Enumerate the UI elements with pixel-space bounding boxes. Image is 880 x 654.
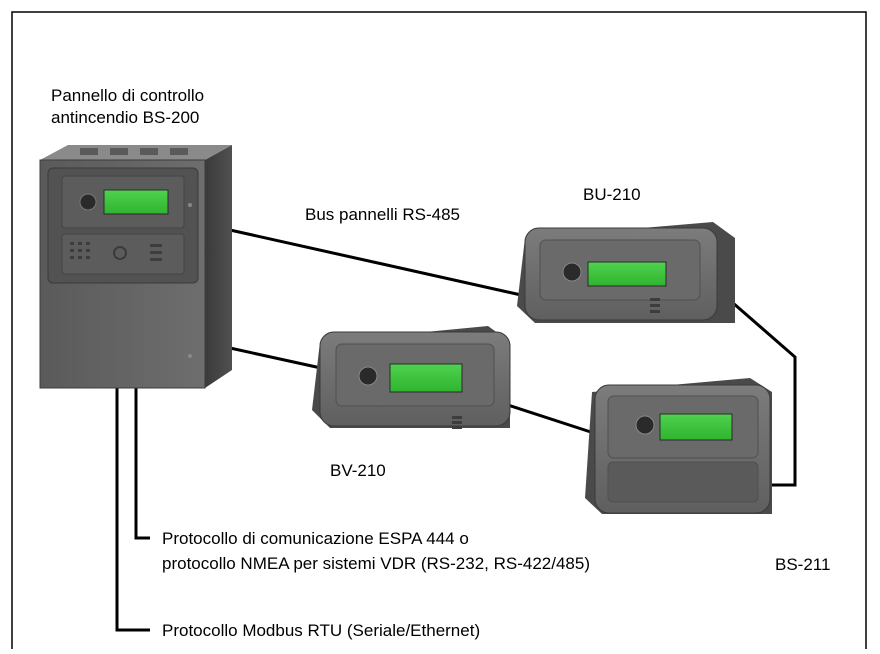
modbus-line <box>115 368 150 632</box>
outer-frame <box>11 11 867 649</box>
main-panel-title-line2: antincendio BS-200 <box>51 108 200 127</box>
cabinet-keypad-icon <box>70 242 90 259</box>
bus-label: Bus pannelli RS-485 <box>305 205 460 224</box>
bv210-lcd-screen <box>389 363 463 393</box>
panel-bv210-device <box>312 326 511 429</box>
espa-protocol-line2: protocollo NMEA per sistemi VDR (RS-232,… <box>162 554 590 573</box>
espa-line <box>134 368 150 540</box>
bv210-indicator-icon <box>452 416 462 429</box>
bus-line-bv210-to-bs211 <box>507 403 601 437</box>
cabinet-vent <box>170 148 188 155</box>
cabinet-screw-icon <box>188 354 192 358</box>
cabinet-vent <box>140 148 158 155</box>
bu210-indicator-icon <box>650 298 660 313</box>
panel-bs211-device <box>585 378 772 514</box>
main-cabinet-bs200 <box>39 145 232 389</box>
cabinet-screw-icon <box>188 203 192 207</box>
panel-label-bs211: BS-211 <box>775 555 831 574</box>
bs211-lcd-screen <box>659 413 733 441</box>
modbus-protocol-label: Protocollo Modbus RTU (Seriale/Ethernet) <box>162 621 481 640</box>
cabinet-key-icon <box>79 193 97 211</box>
cabinet-top <box>40 145 232 160</box>
cabinet-power-icon <box>113 246 127 260</box>
bus-line-to-bv210 <box>229 346 331 372</box>
cabinet-vent <box>110 148 128 155</box>
cabinet-side <box>205 145 232 388</box>
cabinet-indicator-icon <box>150 244 162 261</box>
bu210-lcd-screen <box>587 261 667 287</box>
panel-label-bv210: BV-210 <box>330 461 386 480</box>
cabinet-vent <box>80 148 98 155</box>
main-panel-title-line1: Pannello di controllo <box>51 86 205 105</box>
cabinet-keypad-area <box>61 233 185 275</box>
bv210-key-icon <box>358 366 378 386</box>
bus-line-bu210-to-bs211 <box>732 301 797 487</box>
panel-bu210-device <box>517 222 735 323</box>
espa-protocol-line1: Protocollo di comunicazione ESPA 444 o <box>162 529 469 548</box>
panel-label-bu210: BU-210 <box>583 185 641 204</box>
bs211-key-icon <box>635 415 655 435</box>
cabinet-lcd-screen <box>103 189 169 215</box>
bs211-lower-compartment <box>607 461 759 503</box>
bus-line-to-bu210 <box>229 228 531 299</box>
connection-lines <box>115 228 797 632</box>
bu210-key-icon <box>562 262 582 282</box>
